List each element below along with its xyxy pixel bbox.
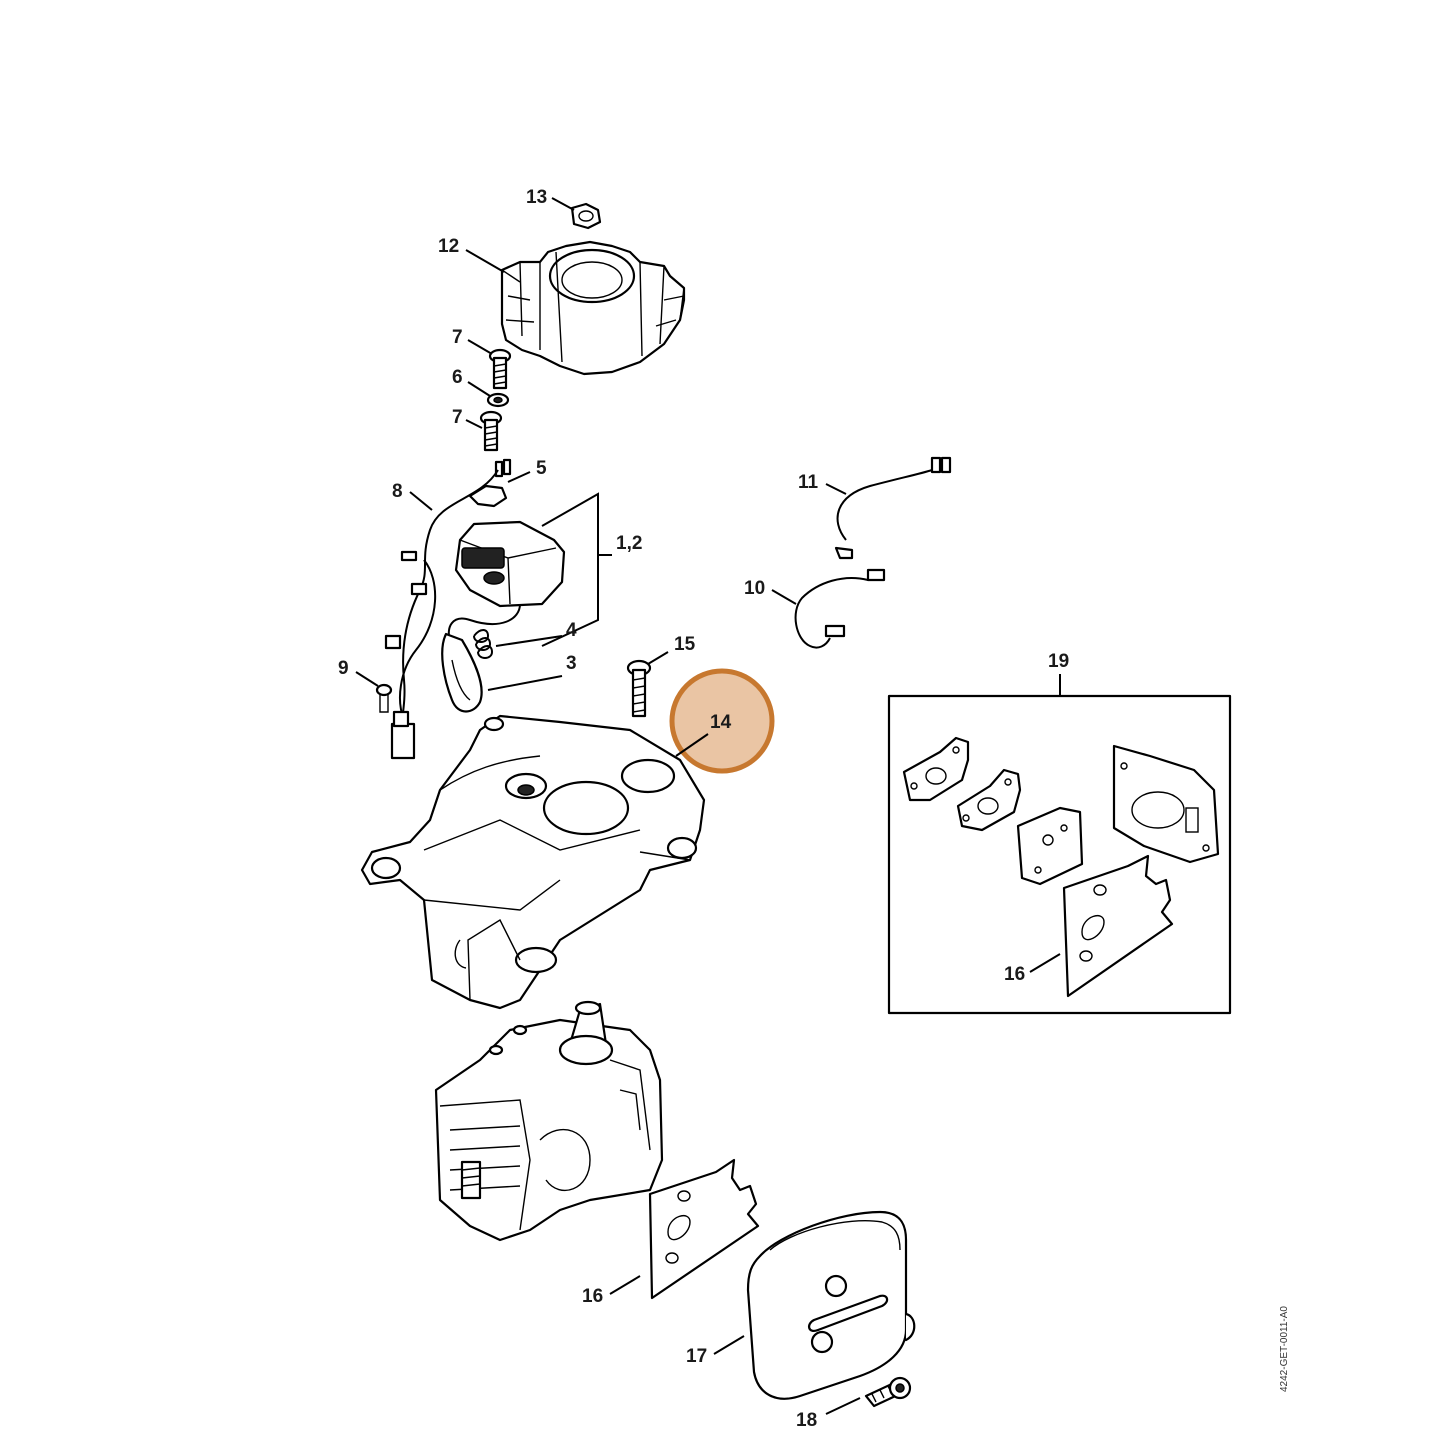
label-13: 13: [526, 187, 547, 208]
label-15: 15: [674, 634, 696, 655]
part-11-ground-wire[interactable]: [834, 456, 952, 560]
part-13-nut[interactable]: [570, 202, 602, 230]
part-12-fan-wheel[interactable]: [500, 240, 686, 376]
part-10-short-wire[interactable]: [794, 568, 886, 649]
part-14-fan-housing[interactable]: [360, 714, 706, 1010]
label-19: 19: [1048, 651, 1069, 672]
label-18: 18: [796, 1410, 817, 1431]
part-5-clip[interactable]: [468, 458, 512, 508]
part-7-screw-lower[interactable]: [479, 410, 503, 452]
label-7-upper: 7: [452, 327, 463, 348]
drawing-code: 4242-GET-0011-A0: [1279, 1306, 1290, 1392]
part-4-spring[interactable]: [473, 629, 494, 659]
part-17-muffler[interactable]: [746, 1210, 916, 1400]
label-5: 5: [536, 458, 547, 479]
part-15-screw[interactable]: [626, 659, 652, 718]
part-18-screw[interactable]: [864, 1376, 912, 1408]
label-4: 4: [566, 620, 577, 641]
label-7-lower: 7: [452, 407, 463, 428]
part-14-highlight-circle[interactable]: [669, 668, 775, 774]
label-1-2: 1,2: [616, 533, 642, 554]
label-11: 11: [798, 472, 819, 493]
part-6-washer[interactable]: [486, 392, 510, 408]
label-8: 8: [392, 481, 403, 502]
part-16-muffler-gasket[interactable]: [648, 1158, 760, 1300]
label-9: 9: [338, 658, 349, 679]
label-12: 12: [438, 236, 459, 257]
part-7-screw-upper[interactable]: [488, 348, 512, 390]
engine-crankcase[interactable]: [434, 1000, 664, 1242]
label-6: 6: [452, 367, 463, 388]
part-3-plug-boot[interactable]: [441, 632, 483, 713]
part-1-2-ignition-module[interactable]: [447, 520, 566, 641]
label-17: 17: [686, 1346, 707, 1367]
part-19-gasket-set[interactable]: [887, 694, 1232, 1015]
label-3: 3: [566, 653, 577, 674]
label-16: 16: [582, 1286, 603, 1307]
label-10: 10: [744, 578, 765, 599]
part-8-wire-harness[interactable]: [384, 469, 499, 760]
label-14: 14: [710, 712, 732, 733]
label-16-kit: 16: [1004, 964, 1025, 985]
part-9-screw[interactable]: [375, 683, 393, 713]
